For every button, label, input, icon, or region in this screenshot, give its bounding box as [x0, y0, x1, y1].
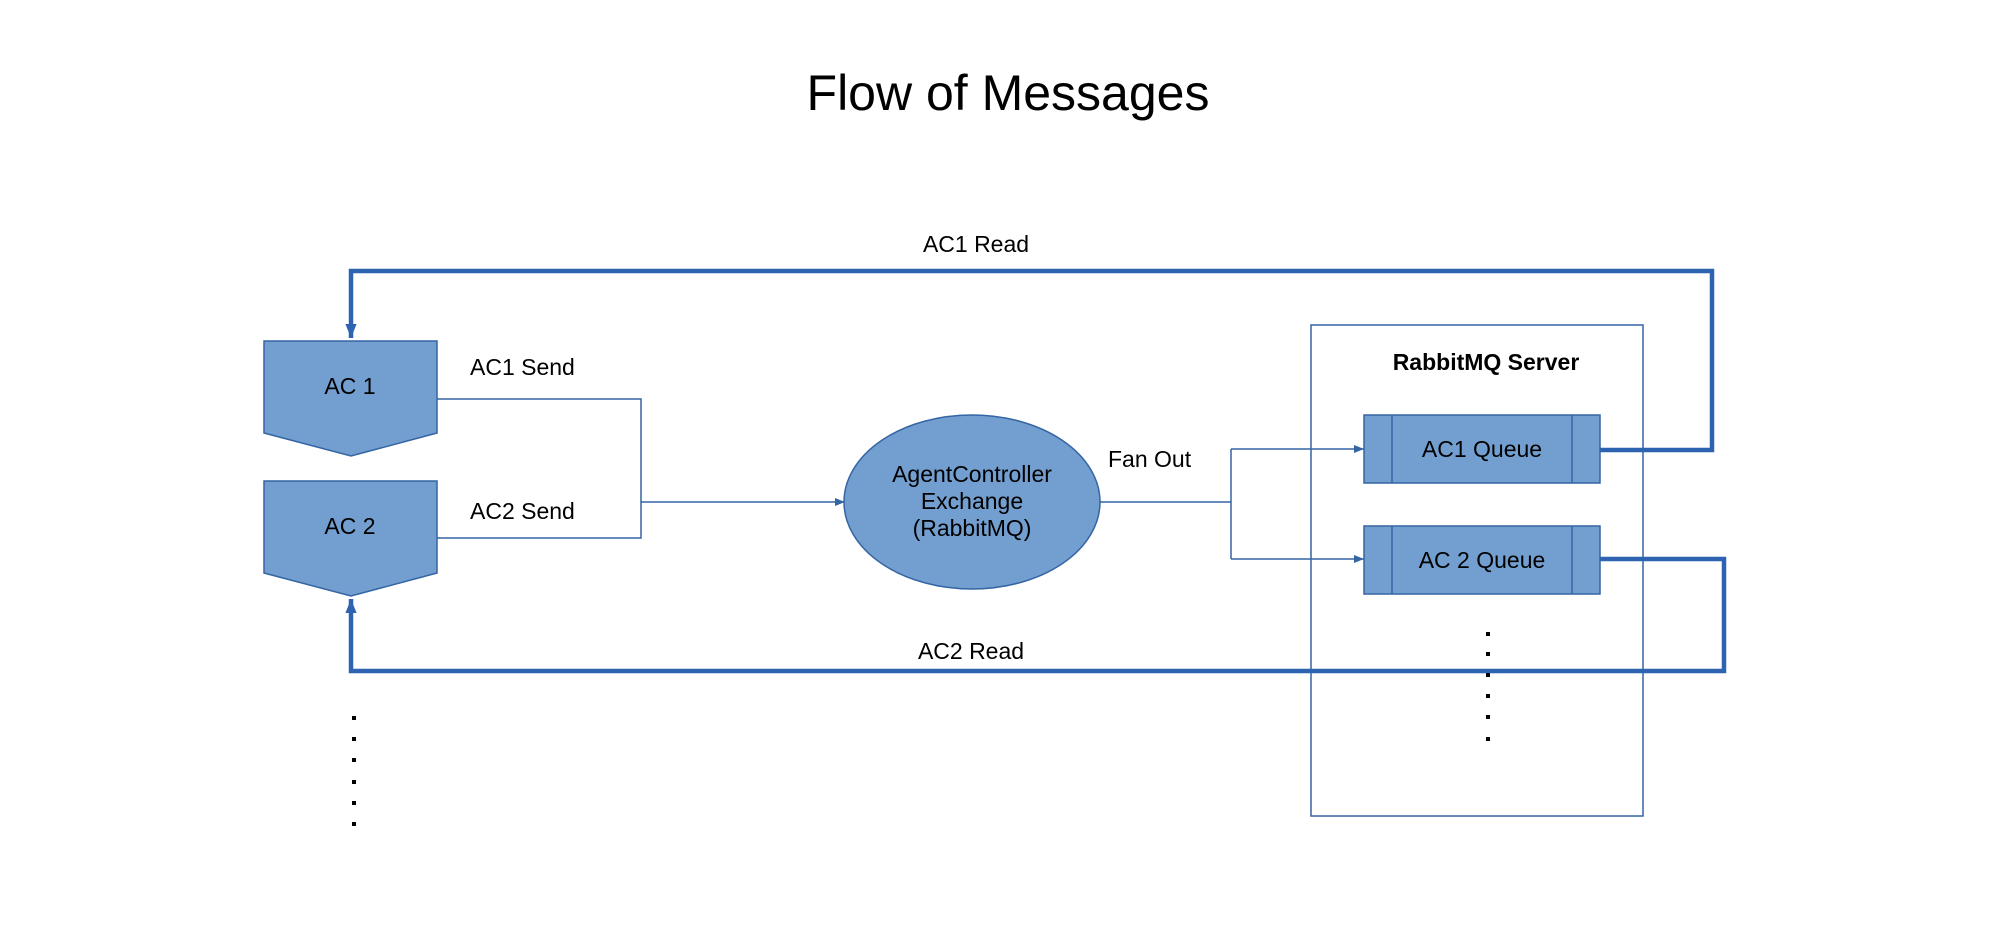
ac1-queue-node [1363, 414, 1601, 484]
ac2-queue-node [1363, 525, 1601, 595]
queue-continuation-dots [1486, 632, 1490, 741]
ac2-node [263, 480, 438, 597]
ac1-send-connector [437, 398, 642, 502]
ac1-node [263, 340, 438, 457]
ac2-send-label: AC2 Send [470, 498, 575, 524]
ac1-read-label: AC1 Read [923, 231, 1029, 257]
exchange-label-line1: AgentController [892, 461, 1052, 487]
ac1-read-arrow [345, 268, 1715, 453]
ac2-queue-label: AC 2 Queue [1419, 547, 1546, 573]
ac2-read-arrow [345, 556, 1727, 674]
ac2-read-label: AC2 Read [918, 638, 1024, 664]
exchange-label-line2: Exchange [921, 488, 1023, 514]
rabbitmq-server-box [1310, 324, 1644, 817]
ac2-label: AC 2 [324, 513, 375, 539]
page-title: Flow of Messages [807, 65, 1210, 121]
ac1-send-label: AC1 Send [470, 354, 575, 380]
agent-continuation-dots [352, 716, 356, 826]
ac1-queue-label: AC1 Queue [1422, 436, 1542, 462]
exchange-label-line3: (RabbitMQ) [913, 515, 1032, 541]
rabbitmq-server-title: RabbitMQ Server [1393, 349, 1580, 375]
ac2-send-connector [437, 502, 642, 539]
ac1-label: AC 1 [324, 373, 375, 399]
fan-out-label: Fan Out [1108, 446, 1192, 472]
